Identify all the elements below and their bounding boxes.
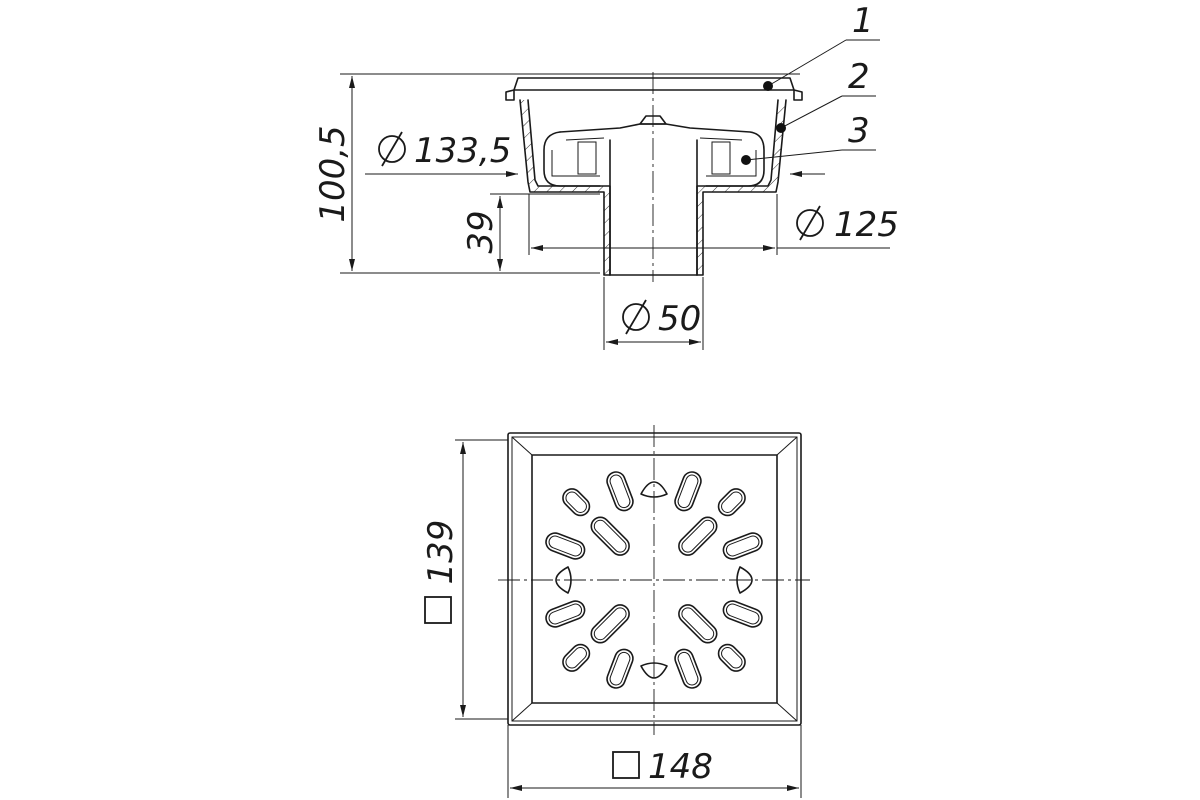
grate-slot [722,600,763,628]
grate-slot [590,516,630,556]
side-section-view: 100,5 133,5 39 125 50 [313,1,899,350]
grate-slot-inner [725,603,760,625]
grate-slot-inner [593,519,627,553]
square-symbol-139 [424,596,452,624]
dim-grate-outer-size: 148 [648,747,713,787]
square-symbol-148 [612,751,640,779]
grate-slot-inner [721,647,743,669]
grate-slot-inner [609,474,631,509]
dim-overall-height: 100,5 [313,125,353,222]
grate-left-lip [505,89,515,101]
dim-body-diameter: 125 [834,205,899,245]
triangle-slot-bottom [640,662,668,679]
trap-inner-lines [551,137,757,177]
grate-slot-inner [681,519,715,553]
grate-slot-inner [609,651,631,686]
triangle-slot-right [736,566,753,594]
grate-slot [722,532,763,560]
bevel-br [776,702,798,722]
triangle-slot-left [555,566,572,594]
body-wall-hatch-left [520,100,610,275]
grate-slot-inner [548,603,583,625]
callout-label-3: 3 [848,111,870,151]
top-plan-view: 139 148 [421,425,810,798]
bevel-bl [511,702,533,722]
body-wall-hatch-right [697,100,786,275]
grate-slot-inner [548,535,583,557]
trap-cap [639,115,667,125]
grate-triangle-slots [555,481,753,679]
callout-1: 1 [763,1,880,91]
callout-3: 3 [741,111,876,165]
grate-slot [606,471,634,512]
bevel-tr [776,436,798,456]
diameter-symbol-body [796,205,824,241]
triangle-slot-top [640,481,668,498]
trap-cup-right [559,123,765,187]
trap-cup-left [543,131,601,187]
grate-slot [606,648,634,689]
grate-slot [545,532,586,560]
grate-inner-square [531,454,778,704]
grate-slot [717,488,746,517]
diameter-symbol-flange [378,131,406,167]
grate-outer-frame-inner [511,436,798,722]
grate-slots [545,471,763,689]
grate-slot [562,488,591,517]
grate-outer-frame [507,432,802,726]
grate-slot-inner [721,491,743,513]
grate-slot-inner [677,474,699,509]
bevel-tl [511,436,533,456]
trap-pipe [609,139,698,276]
grate-slot [678,604,718,644]
trap-rib-hatch [577,141,731,175]
grate-slot [717,643,746,672]
grate-right-lip [793,89,803,101]
grate-slot [590,604,630,644]
grate-slot-inner [681,607,715,641]
diameter-symbol-outlet [622,299,650,335]
grate-slot [674,471,702,512]
dim-outlet-diameter: 50 [658,299,701,339]
grate-slot-inner [725,535,760,557]
grate-slot [678,516,718,556]
callout-2: 2 [776,57,876,133]
grate-slot-inner [565,491,587,513]
dim-flange-diameter: 133,5 [414,131,511,171]
grate-slot [545,600,586,628]
dim-outlet-height: 39 [461,210,501,253]
grate-slot [674,648,702,689]
grate-slot-inner [677,651,699,686]
dim-grate-inner-size: 139 [421,520,461,585]
callout-label-1: 1 [852,1,874,41]
grate-slot [562,643,591,672]
grate-plate [513,77,795,91]
callout-label-2: 2 [848,57,870,97]
